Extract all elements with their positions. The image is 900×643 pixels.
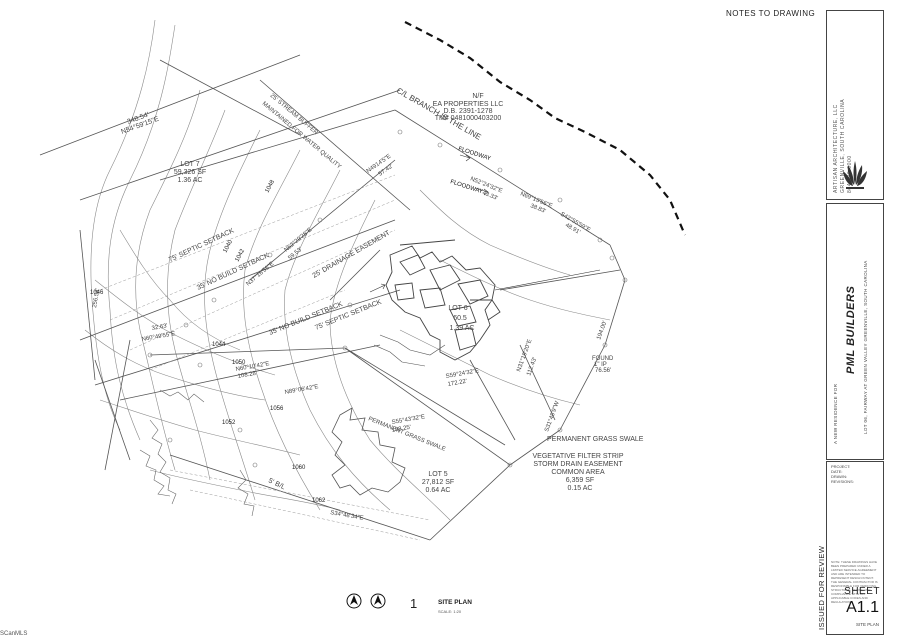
- bearing-n6049: N60°49'55"E: [141, 331, 176, 343]
- lot6-label-2: 60.5: [453, 315, 467, 322]
- veg-strip-label-5: 0.15 AC: [568, 485, 593, 492]
- bearing-4333: 43.33': [481, 190, 498, 202]
- driveway: [373, 334, 446, 367]
- lot5-label-3: 0.64 AC: [426, 487, 451, 494]
- contour-1044: 1044: [212, 342, 226, 348]
- bearing-s5924: S59°24'32"E: [445, 368, 479, 380]
- title-block-firm: ARTISAN ARCHITECTURE, LLC GREENVILLE, SO…: [826, 10, 884, 200]
- bearing-n8906: N89°06'42"E: [284, 384, 319, 396]
- floodway-arrows: [369, 154, 601, 293]
- sheet-number: A1.1: [846, 599, 879, 616]
- found-label-1: FOUND: [592, 356, 614, 362]
- bearing-3883: 38.83': [529, 203, 546, 215]
- wooded-edge: [139, 389, 255, 517]
- veg-strip-label-4: 6,359 SF: [566, 477, 594, 484]
- lot6-label-1: LOT 6: [448, 305, 467, 312]
- drawing-number: 1: [410, 596, 418, 611]
- bearing-19400: 194.00': [596, 320, 608, 340]
- maintained-label: MAINTAINED FOR WATER QUALITY: [261, 101, 342, 170]
- owner-label-2: EA PROPERTIES LLC: [433, 101, 504, 108]
- found-label-2: 1" IP: [594, 362, 607, 368]
- sheet-meta: PROJECT: DATE: DRAWN: REVISIONS:: [831, 464, 854, 484]
- owner-label-1: N/F: [472, 93, 483, 100]
- contour-1046: 1046: [90, 290, 104, 296]
- bearing-s3148: S31°48'9"W: [544, 400, 561, 432]
- survey-monuments: [147, 129, 628, 468]
- project-address: LOT 06, FAIRWAY AT GREEN VALLEY GREENVIL…: [863, 260, 868, 434]
- contour-1040: 1040: [222, 239, 234, 254]
- title-block-project: A NEW RESIDENCE FOR PML BUILDERS LOT 06,…: [826, 203, 884, 460]
- sheet-name: SITE PLAN: [855, 622, 879, 627]
- veg-strip-label-1: VEGETATIVE FILTER STRIP: [532, 453, 623, 460]
- lot7-label-1: LOT 7: [180, 161, 199, 168]
- bearing-s3448: S34°48'34"E: [330, 510, 364, 522]
- lot7-label-3: 1.36 AC: [178, 177, 203, 184]
- contour-1056: 1056: [270, 406, 284, 412]
- north-arrows: [345, 592, 395, 617]
- contour-1050: 1050: [232, 360, 246, 366]
- notes-to-drawing: NOTES TO DRAWING: [726, 9, 816, 18]
- bearing-18825: 188.25': [391, 425, 411, 434]
- firm-logo-icon: [843, 161, 867, 189]
- bearing-10828: 108.28': [237, 371, 257, 380]
- project-line: A NEW RESIDENCE FOR: [833, 383, 838, 444]
- contour-1052: 1052: [222, 420, 236, 426]
- site-plan-drawing: C/L BRANCH IS THE LINE FLOODWAY FLOODWAY…: [39, 19, 687, 541]
- sheet-label: SHEET: [844, 586, 880, 597]
- bearing-n6010: N60°10'42"E: [235, 361, 270, 373]
- perm-swale-label-1: PERMANENT GRASS SWALE: [547, 436, 644, 443]
- owner-label-4: TM# 0481000403200: [435, 115, 502, 122]
- veg-strip-label-2: STORM DRAIN EASEMENT: [533, 461, 623, 468]
- title-block-sheet: PROJECT: DATE: DRAWN: REVISIONS: NOTE: T…: [817, 461, 884, 635]
- bearing-3263: 32.63': [151, 323, 168, 332]
- contour-lines: [84, 19, 611, 521]
- existing-building-outline: [331, 407, 406, 496]
- found-label-3: 76.56': [595, 368, 611, 374]
- property-lines: [39, 54, 626, 541]
- contour-1048: 1048: [264, 179, 276, 194]
- fine-print: NOTE: THESE DRAWINGS HAVE BEEN PREPARED …: [831, 560, 878, 604]
- drawing-title: SITE PLAN: [438, 599, 472, 606]
- meta-revisions: REVISIONS:: [831, 479, 854, 484]
- watermark-logo: SCanMLS: [0, 631, 28, 637]
- meta-date: DATE:: [831, 469, 843, 474]
- lot5-label-2: 27,812 SF: [422, 479, 454, 486]
- proposed-residence: [385, 239, 501, 361]
- bearing-s5543: S55°43'32"E: [391, 414, 425, 426]
- north-arrow-icon: [346, 593, 386, 609]
- bearing-17222: 172.22': [447, 379, 467, 388]
- lot6-label-3: 1.39 AC: [450, 325, 475, 332]
- meta-drawn: DRAWN:: [831, 474, 848, 479]
- drawing-scale: SCALE: 1:20: [438, 609, 462, 614]
- client-name: PML BUILDERS: [845, 285, 857, 374]
- branch-centerline: [404, 21, 687, 236]
- contour-1062: 1062: [312, 498, 326, 504]
- lot7-label-2: 59,326 SF: [174, 169, 206, 176]
- owner-label-3: D.B. 2391-1278: [443, 108, 492, 115]
- bearing-11243: 112.43': [526, 357, 538, 377]
- setback-lines: [99, 174, 431, 541]
- firm-name: ARTISAN ARCHITECTURE, LLC: [833, 104, 839, 193]
- bearing-25653: 256.53': [92, 288, 101, 308]
- contour-1042: 1042: [234, 248, 246, 263]
- contour-1060: 1060: [292, 465, 306, 471]
- lot5-label-1: LOT 5: [428, 471, 447, 478]
- meta-project: PROJECT:: [831, 464, 851, 469]
- review-stamp: ISSUED FOR REVIEW: [817, 545, 826, 630]
- veg-strip-label-3: COMMON AREA: [551, 469, 605, 476]
